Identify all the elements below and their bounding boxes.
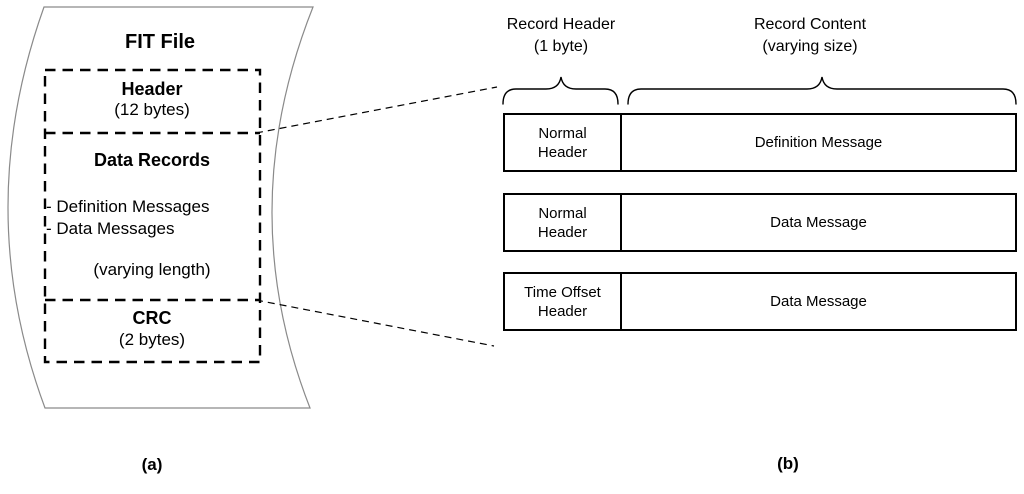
data-records-section-name: Data Records	[93, 150, 211, 170]
record-content-label-size: (varying size)	[762, 38, 858, 55]
record-row-header-cell: Normal Header	[505, 115, 622, 170]
record-row-data-message-normal: Normal Header Data Message	[503, 193, 1017, 252]
record-row-content-cell: Data Message	[770, 293, 867, 310]
connector-line-bottom	[255, 299, 495, 347]
record-row-data-message-time-offset: Time Offset Header Data Message	[503, 272, 1017, 331]
record-row-content-cell: Definition Message	[754, 134, 883, 151]
connector-line-top	[255, 86, 498, 134]
caption-a: (a)	[141, 455, 163, 474]
brace-record-header	[502, 76, 619, 105]
header-section-size: (12 bytes)	[114, 100, 190, 119]
record-content-column-label: Record Content (varying size)	[710, 14, 910, 58]
record-header-column-label: Record Header (1 byte)	[481, 14, 641, 58]
caption-b: (b)	[777, 454, 799, 473]
crc-section-size: (2 bytes)	[118, 330, 186, 349]
record-row-content-cell: Data Message	[770, 214, 867, 231]
fit-file-title: FIT File	[125, 31, 195, 53]
record-header-label-size: (1 byte)	[533, 38, 589, 55]
data-records-item-data-messages: - Data Messages	[46, 219, 175, 238]
record-header-label-title: Record Header	[506, 16, 616, 33]
header-section-name: Header	[121, 79, 183, 99]
record-row-header-cell: Time Offset Header	[505, 274, 622, 329]
data-records-section-size: (varying length)	[93, 260, 211, 279]
brace-record-content	[627, 76, 1017, 105]
record-row-definition-message: Normal Header Definition Message	[503, 113, 1017, 172]
record-content-label-title: Record Content	[753, 16, 867, 33]
dashed-structure-box	[43, 68, 262, 364]
crc-section-name: CRC	[132, 308, 172, 328]
data-records-item-definition-messages: - Definition Messages	[46, 197, 210, 216]
page-outline	[7, 6, 314, 409]
record-row-header-cell: Normal Header	[505, 195, 622, 250]
